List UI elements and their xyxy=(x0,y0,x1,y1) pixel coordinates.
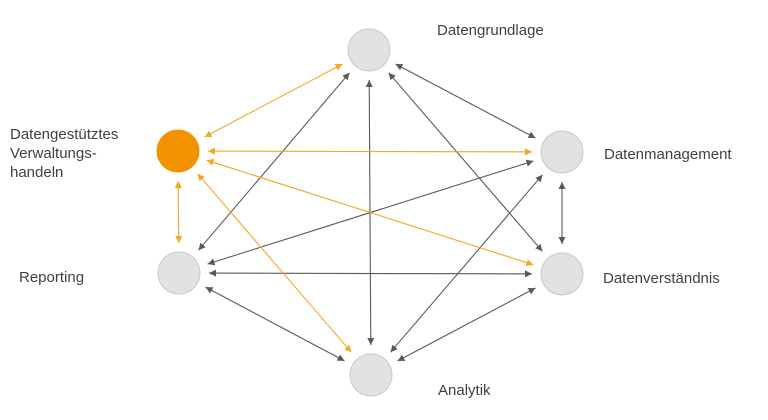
label-datengrundlage: Datengrundlage xyxy=(437,22,544,39)
arrow-datengrundlage-verwaltungshandeln xyxy=(204,63,343,138)
node-verwaltungshandeln xyxy=(156,129,200,173)
node-analytik xyxy=(349,353,393,397)
node-reporting xyxy=(157,251,201,295)
arrow-datengrundlage-reporting xyxy=(198,72,350,251)
label-line: handeln xyxy=(10,164,64,181)
label-reporting: Reporting xyxy=(19,269,85,286)
arrow-datenmanagement-analytik xyxy=(390,174,543,353)
arrow-datengrundlage-datenmanagement xyxy=(395,63,536,139)
arrow-datenverstaendnis-analytik xyxy=(397,287,536,362)
label-line: Datengestütztes xyxy=(10,126,119,143)
label-line: Verwaltungs- xyxy=(10,145,97,162)
node-datenmanagement xyxy=(540,130,584,174)
label-datenverstaendnis: Datenverständnis xyxy=(603,270,720,287)
node-datengrundlage xyxy=(347,28,391,72)
label-datenmanagement: Datenmanagement xyxy=(604,146,732,163)
nodes-layer xyxy=(156,28,584,397)
label-analytik: Analytik xyxy=(438,382,491,399)
arrow-analytik-verwaltungshandeln xyxy=(197,173,352,353)
edges-layer xyxy=(174,63,566,362)
arrow-reporting-analytik xyxy=(205,286,345,362)
arrow-reporting-verwaltungshandeln xyxy=(174,180,183,244)
label-verwaltungshandeln: Datengestütztes Verwaltungs- handeln xyxy=(10,125,118,182)
arrow-datengrundlage-datenverstaendnis xyxy=(388,72,543,252)
node-datenverstaendnis xyxy=(540,252,584,296)
arrow-datenmanagement-verwaltungshandeln xyxy=(207,147,533,156)
arrow-datenverstaendnis-reporting xyxy=(208,269,533,278)
